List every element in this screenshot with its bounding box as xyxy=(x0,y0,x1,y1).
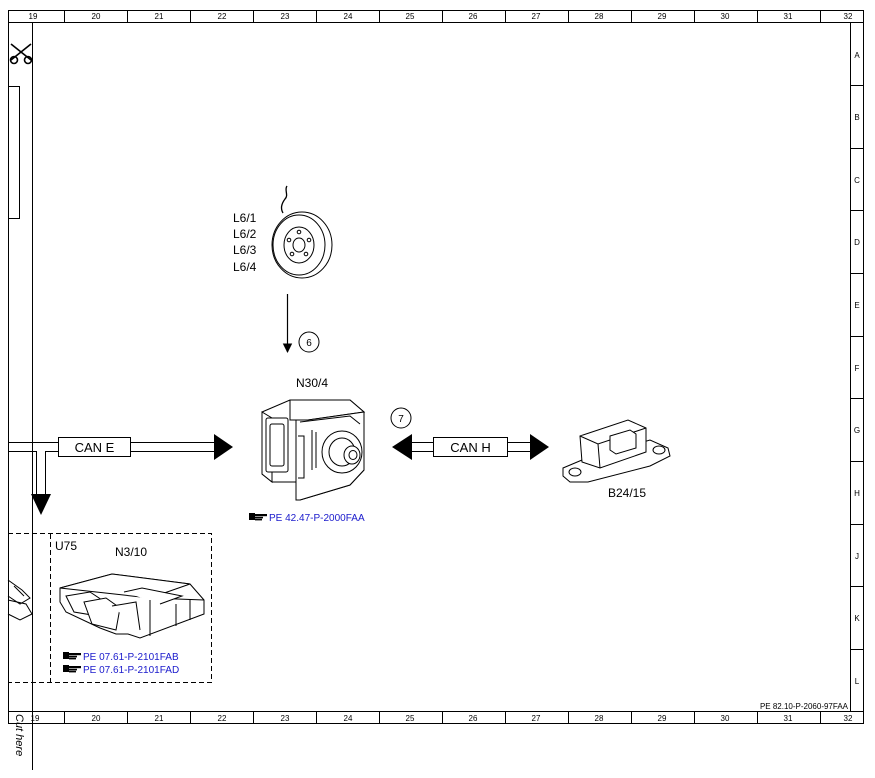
col-label: 30 xyxy=(721,714,730,723)
row-label: L xyxy=(855,677,860,686)
col-label: 20 xyxy=(92,12,101,21)
row-label: C xyxy=(854,176,860,185)
callout-six-number: 6 xyxy=(306,338,312,349)
col-label: 24 xyxy=(344,714,353,723)
wheel-sensor-label: L6/3 xyxy=(233,243,257,257)
yaw-rate-sensor-label: B24/15 xyxy=(608,486,646,500)
ecu-reference-2[interactable]: PE 07.61-P-2101FAD xyxy=(63,665,179,676)
col-label: 22 xyxy=(218,12,227,21)
row-label: K xyxy=(854,614,860,623)
col-label: 22 xyxy=(218,714,227,723)
row-label: E xyxy=(854,301,859,310)
callout-six: 6 xyxy=(298,331,320,353)
row-label: F xyxy=(855,364,860,373)
yaw-rate-sensor-drawing xyxy=(562,419,671,483)
col-label: 21 xyxy=(155,12,164,21)
partial-connector-drawing xyxy=(7,579,33,621)
col-label: 29 xyxy=(658,714,667,723)
can-h-label-box xyxy=(433,437,508,457)
scissors-icon xyxy=(9,43,33,65)
col-label: 19 xyxy=(31,714,40,723)
col-label: 27 xyxy=(532,714,541,723)
brake-disc-drawing xyxy=(271,185,333,279)
col-label: 28 xyxy=(595,714,604,723)
col-label: 25 xyxy=(406,714,415,723)
drawing-frame xyxy=(8,10,864,724)
module-group-label: U75 xyxy=(55,539,77,553)
row-label: D xyxy=(854,238,860,247)
col-label: 19 xyxy=(29,12,38,21)
col-label: 26 xyxy=(469,12,478,21)
col-label: 21 xyxy=(155,714,164,723)
row-ticks xyxy=(851,85,864,650)
pointing-hand-icon xyxy=(249,513,267,521)
row-label: J xyxy=(855,552,859,561)
col-label: 31 xyxy=(784,714,793,723)
cut-label: Cut here xyxy=(13,714,25,756)
col-label: 25 xyxy=(406,12,415,21)
can-e-label: CAN E xyxy=(75,440,115,455)
can-e-label-box xyxy=(58,437,131,457)
row-labels: A B C D E F G H J K L xyxy=(854,51,860,686)
column-ticks xyxy=(64,10,821,724)
col-label: 23 xyxy=(281,714,290,723)
col-label: 32 xyxy=(844,714,853,723)
document-id: PE 82.10-P-2060-97FAA xyxy=(760,702,849,711)
wheel-sensor-labels: L6/1 L6/2 L6/3 L6/4 xyxy=(233,211,257,274)
abs-unit-reference-text[interactable]: PE 42.47-P-2000FAA xyxy=(269,513,365,524)
column-labels-top: 19 20 21 22 23 24 25 26 27 28 29 30 31 3… xyxy=(29,12,853,21)
module-group-frame xyxy=(8,533,212,683)
pointing-hand-icon xyxy=(63,652,81,660)
col-label: 23 xyxy=(281,12,290,21)
ecu-reference-1[interactable]: PE 07.61-P-2101FAB xyxy=(63,652,179,663)
ecu-label: N3/10 xyxy=(115,545,147,559)
col-label: 30 xyxy=(721,12,730,21)
abs-unit-reference[interactable]: PE 42.47-P-2000FAA xyxy=(249,513,365,524)
col-label: 24 xyxy=(344,12,353,21)
column-labels-bottom: 19 20 21 22 23 24 25 26 27 28 29 30 31 3… xyxy=(31,714,853,723)
abs-unit-label: N30/4 xyxy=(296,376,328,390)
ecu-drawing xyxy=(59,573,205,639)
callout-seven-number: 7 xyxy=(398,414,404,425)
col-label: 31 xyxy=(784,12,793,21)
row-label: G xyxy=(854,426,860,435)
wheel-sensor-label: L6/4 xyxy=(233,260,257,274)
row-label: B xyxy=(854,113,859,122)
can-h-label: CAN H xyxy=(450,440,490,455)
callout-seven: 7 xyxy=(390,407,412,429)
ecu-reference-2-text[interactable]: PE 07.61-P-2101FAD xyxy=(83,665,179,676)
partial-component-frame xyxy=(8,86,20,219)
ecu-reference-1-text[interactable]: PE 07.61-P-2101FAB xyxy=(83,652,179,663)
abs-unit-drawing xyxy=(261,399,366,501)
col-label: 29 xyxy=(658,12,667,21)
pointing-hand-icon xyxy=(63,665,81,673)
col-label: 20 xyxy=(92,714,101,723)
row-label: H xyxy=(854,489,860,498)
row-label: A xyxy=(854,51,860,60)
col-label: 28 xyxy=(595,12,604,21)
col-label: 27 xyxy=(532,12,541,21)
col-label: 32 xyxy=(844,12,853,21)
col-label: 26 xyxy=(469,714,478,723)
wheel-sensor-label: L6/1 xyxy=(233,211,257,225)
wheel-sensor-label: L6/2 xyxy=(233,227,257,241)
